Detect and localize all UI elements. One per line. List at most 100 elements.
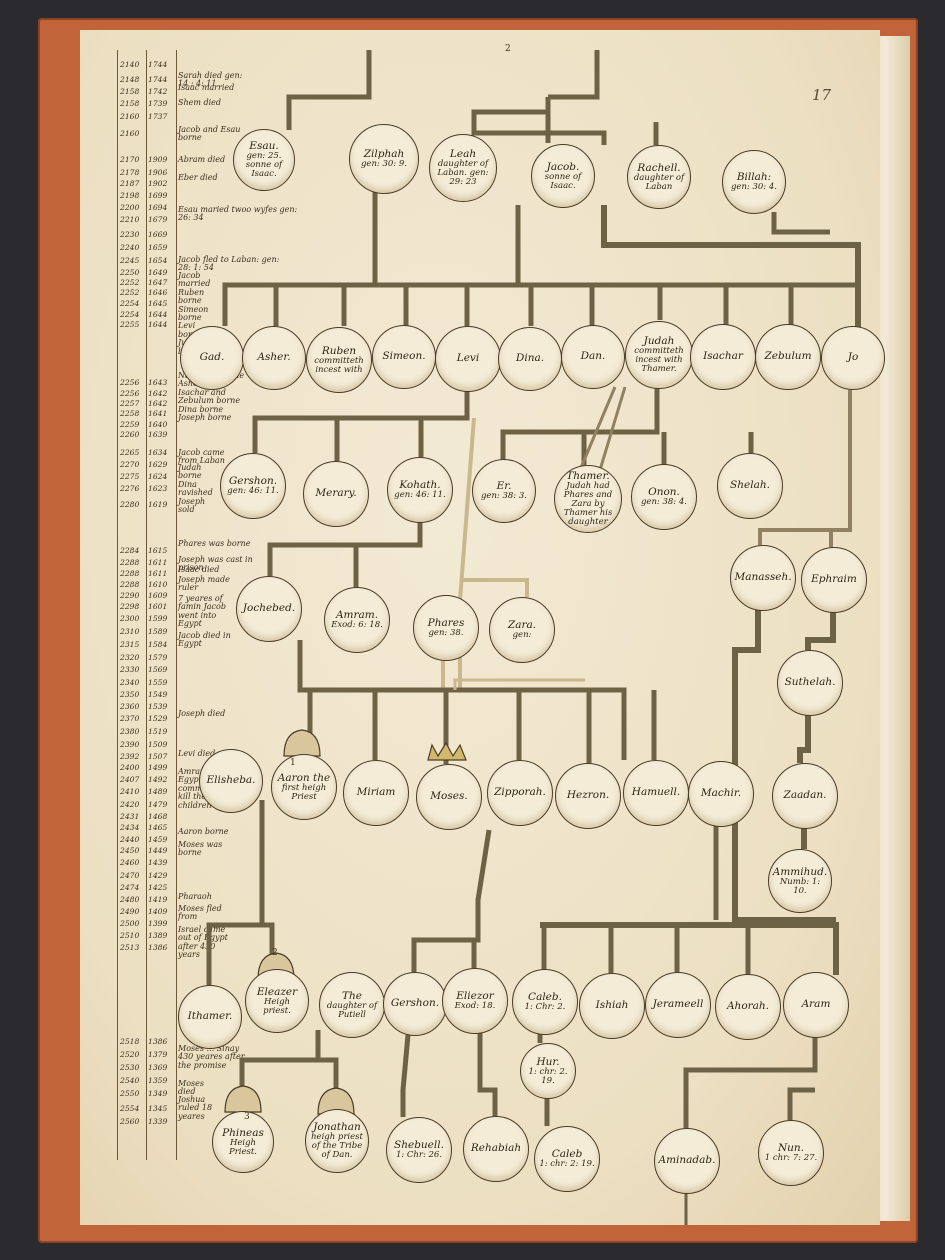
chronology-year-bc: 1642 xyxy=(148,389,168,398)
person-name: Caleb. xyxy=(528,991,562,1004)
chronology-year-am: 2200 xyxy=(120,203,140,212)
chronology-year-am: 2178 xyxy=(120,168,140,177)
person-name: Hezron. xyxy=(566,789,610,802)
person-node-jacob: Jacob.sonne of Isaac. xyxy=(531,144,595,208)
chronology-note: Esau maried twoo wyfes gen: 26: 34 xyxy=(178,205,298,223)
chronology-year-am: 2513 xyxy=(120,943,140,952)
person-name: Phares xyxy=(427,617,465,630)
chronology-year-bc: 1369 xyxy=(148,1063,168,1072)
chronology-year-am: 2256 xyxy=(120,378,140,387)
chronology-year-am: 2310 xyxy=(120,627,140,636)
chronology-table-grid xyxy=(117,50,177,1160)
person-node-isachar: Isachar xyxy=(690,324,756,390)
chronology-year-bc: 1742 xyxy=(148,87,168,96)
chronology-note: Jacob fled to Laban: gen: 28: 1: 54 xyxy=(178,255,280,273)
person-name: Ithamer. xyxy=(187,1010,233,1023)
person-name: Phineas xyxy=(222,1126,264,1139)
person-name: Asher. xyxy=(257,351,291,364)
chronology-year-am: 2400 xyxy=(120,763,140,772)
chronology-year-am: 2360 xyxy=(120,702,140,711)
chronology-year-am: 2158 xyxy=(120,87,140,96)
chronology-note: Isaac died xyxy=(178,565,220,574)
person-reference: 1: Chr: 2. xyxy=(524,1002,566,1013)
chronology-year-am: 2288 xyxy=(120,580,140,589)
person-node-asher: Asher. xyxy=(242,326,306,390)
person-node-rachell: Rachell.daughter of Laban xyxy=(627,145,691,209)
chronology-year-bc: 1744 xyxy=(148,60,168,69)
person-name: Miriam xyxy=(356,786,396,799)
lineage-line xyxy=(222,205,521,326)
person-reference: Judah had Phares and Zara by Thamer his … xyxy=(563,481,613,527)
chronology-year-bc: 1601 xyxy=(148,602,168,611)
lineage-line xyxy=(805,611,836,650)
person-node-shebuell: Shebuell.1: Chr: 26. xyxy=(386,1117,452,1183)
chronology-year-am: 2407 xyxy=(120,775,140,784)
chronology-note: Jacob died in Egypt xyxy=(178,631,231,649)
person-name: Isachar xyxy=(703,350,743,363)
chronology-year-am: 2434 xyxy=(120,823,140,832)
chronology-year-am: 2480 xyxy=(120,895,140,904)
lineage-line xyxy=(252,390,470,453)
person-reference: 1: chr: 2: 19. xyxy=(539,1159,595,1170)
lineage-line xyxy=(683,1036,818,1128)
lineage-line xyxy=(460,578,529,597)
person-name: Ruben xyxy=(321,344,357,357)
chronology-year-am: 2257 xyxy=(120,399,140,408)
chronology-note: Sarah died gen: 14 : 4: 11 xyxy=(178,71,243,89)
person-reference: sonne of Isaac. xyxy=(544,171,582,191)
chronology-year-bc: 1459 xyxy=(148,835,168,844)
chronology-year-am: 2280 xyxy=(120,500,140,509)
chronology-year-am: 2160 xyxy=(120,129,140,138)
mitre-icon xyxy=(224,1085,262,1113)
chronology-year-am: 2460 xyxy=(120,858,140,867)
person-node-simeon: Simeon. xyxy=(372,325,436,389)
chronology-year-bc: 1499 xyxy=(148,763,168,772)
lineage-line xyxy=(206,800,265,985)
chronology-year-am: 2350 xyxy=(120,690,140,699)
chronology-year-bc: 1739 xyxy=(148,99,168,108)
chronology-year-am: 2270 xyxy=(120,460,140,469)
chronology-year-am: 2560 xyxy=(120,1117,140,1126)
person-name: Elisheba. xyxy=(206,774,256,787)
person-node-gad: Gad. xyxy=(180,326,244,390)
chronology-year-bc: 1647 xyxy=(148,278,168,287)
chronology-year-bc: 1425 xyxy=(148,883,168,892)
person-node-manasseh: Manasseh. xyxy=(730,545,796,611)
person-name: Zilphah xyxy=(363,148,405,161)
lineage-line xyxy=(540,922,839,975)
person-node-ishiah: Ishiah xyxy=(579,973,645,1039)
lineage-line xyxy=(598,386,627,471)
person-node-caleb: Caleb.1: Chr: 2. xyxy=(512,969,578,1035)
lineage-line xyxy=(239,1030,321,1111)
chronology-year-am: 2288 xyxy=(120,569,140,578)
lineage-line xyxy=(453,678,585,690)
chronology-year-bc: 1465 xyxy=(148,823,168,832)
lineage-line xyxy=(471,122,607,145)
person-reference: heigh priest of the Tribe of Dan. xyxy=(311,1132,363,1160)
person-name: Ephraim xyxy=(811,573,857,586)
lineage-line xyxy=(797,714,811,763)
chronology-year-bc: 1569 xyxy=(148,665,168,674)
person-reference: gen: 30: 9. xyxy=(360,159,407,170)
chronology-note: 7 yeares of famin Jacob went into Egypt xyxy=(178,594,226,629)
person-name: Shebuell. xyxy=(394,1139,444,1152)
person-reference: committeth incest with xyxy=(314,355,364,375)
chronology-year-am: 2254 xyxy=(120,299,140,308)
chronology-year-bc: 1489 xyxy=(148,787,168,796)
chronology-year-am: 2490 xyxy=(120,907,140,916)
chronology-year-bc: 1623 xyxy=(148,484,168,493)
chronology-year-bc: 1699 xyxy=(148,191,168,200)
chronology-year-bc: 1359 xyxy=(148,1076,168,1085)
person-node-ammihud: Ammihud.Numb: 1: 10. xyxy=(768,849,832,913)
chronology-year-am: 2474 xyxy=(120,883,140,892)
chronology-year-bc: 1649 xyxy=(148,268,168,277)
chronology-note: Joseph was cast in prison xyxy=(178,555,253,573)
person-node-moses: Moses. xyxy=(416,764,482,830)
chronology-year-bc: 1610 xyxy=(148,580,168,589)
person-node-shelah: Shelah. xyxy=(717,453,783,519)
person-name: Caleb xyxy=(551,1148,583,1161)
chronology-year-am: 2158 xyxy=(120,99,140,108)
chronology-year-bc: 1645 xyxy=(148,299,168,308)
